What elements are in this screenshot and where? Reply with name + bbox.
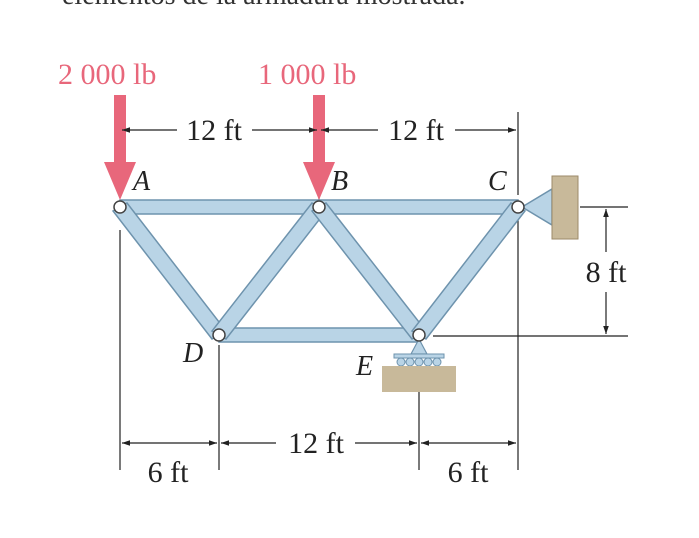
joints: [113, 200, 525, 342]
node-label-D: D: [182, 338, 203, 369]
node-label-E: E: [355, 351, 373, 382]
dim-top-right-label: 12 ft: [388, 114, 444, 147]
truss-members: [111, 199, 527, 343]
node-label-C: C: [488, 166, 507, 197]
node-label-B: B: [331, 166, 348, 197]
pin-support-C: [520, 175, 579, 240]
dim-height: 8 ft: [586, 209, 627, 334]
header-cut-text: elementos de la armadura mostrada.: [62, 0, 466, 11]
member-BD: [210, 202, 328, 340]
member-AD: [111, 202, 228, 340]
member-BC: [318, 199, 519, 215]
dim-top-left: 12 ft: [122, 114, 317, 147]
load-arrow-A: [104, 95, 136, 200]
joint-E: [412, 328, 426, 342]
member-DE: [218, 327, 420, 343]
member-AB: [119, 199, 320, 215]
load-label-B: 1 000 lb: [258, 58, 356, 91]
load-arrows: [104, 95, 335, 200]
roller-support-E: [382, 337, 456, 392]
dim-bottom-left-label: 6 ft: [148, 456, 189, 489]
dim-bottom: 6 ft 12 ft 6 ft: [122, 427, 516, 489]
joint-C: [511, 200, 525, 214]
load-arrow-B: [303, 95, 335, 200]
joint-A: [113, 200, 127, 214]
dim-bottom-mid-label: 12 ft: [288, 427, 344, 460]
dim-bottom-right-label: 6 ft: [448, 456, 489, 489]
member-CE: [410, 202, 527, 340]
joint-D: [212, 328, 226, 342]
dim-height-label: 8 ft: [586, 256, 627, 289]
load-label-A: 2 000 lb: [58, 58, 156, 91]
member-BE: [310, 202, 428, 340]
joint-B: [312, 200, 326, 214]
node-label-A: A: [131, 166, 151, 197]
dim-top-right: 12 ft: [321, 114, 516, 147]
dim-top-left-label: 12 ft: [186, 114, 242, 147]
